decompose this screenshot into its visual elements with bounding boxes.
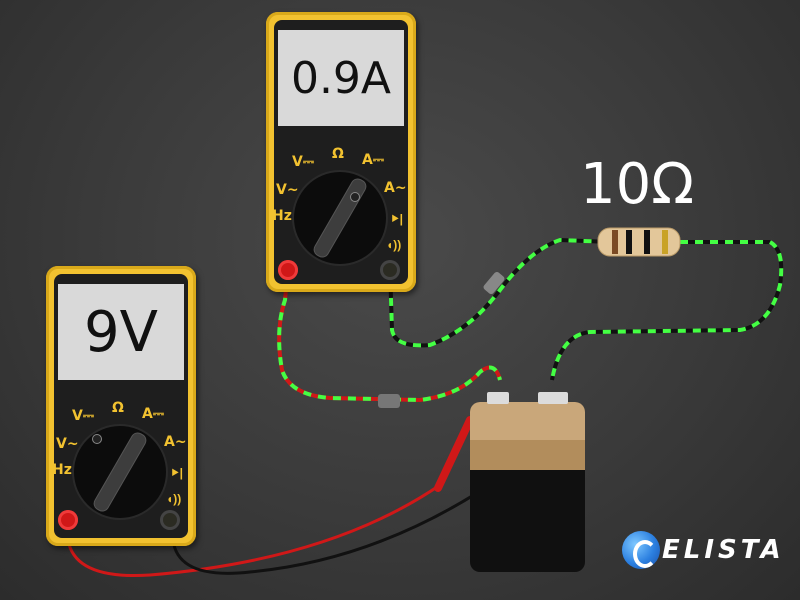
celista-logo: ELISTA: [622, 530, 785, 570]
voltmeter-red-probe: [434, 416, 474, 492]
battery-9v: [470, 392, 585, 572]
wire-clip-1: [378, 394, 400, 408]
diode-icon: ⯈|: [390, 212, 403, 226]
ammeter-dial-pointer: [311, 175, 369, 261]
ammeter-label-v-dc: V⎓: [292, 154, 315, 170]
current-flow-black: [388, 237, 784, 381]
celista-logo-text: ELISTA: [662, 535, 785, 565]
circuit-black-wire: [388, 237, 784, 381]
voltmeter-label-a-dc: A⎓: [142, 406, 165, 422]
voltmeter-display: 9V: [58, 284, 184, 380]
voltmeter-reading: 9V: [84, 299, 158, 365]
voltmeter-selector-dial[interactable]: [74, 426, 166, 518]
voltmeter-black-lead: [171, 476, 501, 575]
voltmeter-black-jack[interactable]: [160, 510, 180, 530]
ammeter-label-a-ac: A~: [384, 180, 407, 196]
voltmeter-label-hz: Hz: [52, 462, 72, 478]
ammeter-dial-dot: [350, 192, 360, 202]
ammeter-selector-dial[interactable]: [294, 172, 386, 264]
resistor-value-label: 10Ω: [580, 152, 695, 217]
battery-terminal-positive: [487, 392, 509, 404]
sound-icon: ◖)): [386, 238, 402, 252]
voltmeter-red-jack[interactable]: [58, 510, 78, 530]
diode-icon: ⯈|: [170, 466, 183, 480]
ammeter-label-hz: Hz: [272, 208, 292, 224]
voltmeter: 9V V⎓ Ω A⎓ V~ A~ Hz ⯈| ◖)): [46, 266, 196, 546]
celista-logo-icon: [622, 531, 660, 569]
ammeter-black-jack[interactable]: [380, 260, 400, 280]
voltmeter-label-v-dc: V⎓: [72, 408, 95, 424]
voltmeter-label-v-ac: V~: [56, 436, 79, 452]
ammeter-display: 0.9A: [278, 30, 404, 126]
voltmeter-label-a-ac: A~: [164, 434, 187, 450]
ammeter-label-ohm: Ω: [332, 146, 344, 162]
ammeter-red-jack[interactable]: [278, 260, 298, 280]
sound-icon: ◖)): [166, 492, 182, 506]
battery-terminal-negative: [538, 392, 568, 404]
voltmeter-label-ohm: Ω: [112, 400, 124, 416]
ammeter-reading: 0.9A: [290, 52, 392, 104]
resistor: [597, 227, 681, 257]
ammeter-label-a-dc: A⎓: [362, 152, 385, 168]
ammeter-label-v-ac: V~: [276, 182, 299, 198]
wire-clip-2: [483, 271, 505, 295]
voltmeter-dial-dot: [92, 434, 102, 444]
ammeter: 0.9A V⎓ Ω A⎓ V~ A~ Hz ⯈| ◖)): [266, 12, 416, 292]
circuit-red-wire: [277, 267, 502, 403]
